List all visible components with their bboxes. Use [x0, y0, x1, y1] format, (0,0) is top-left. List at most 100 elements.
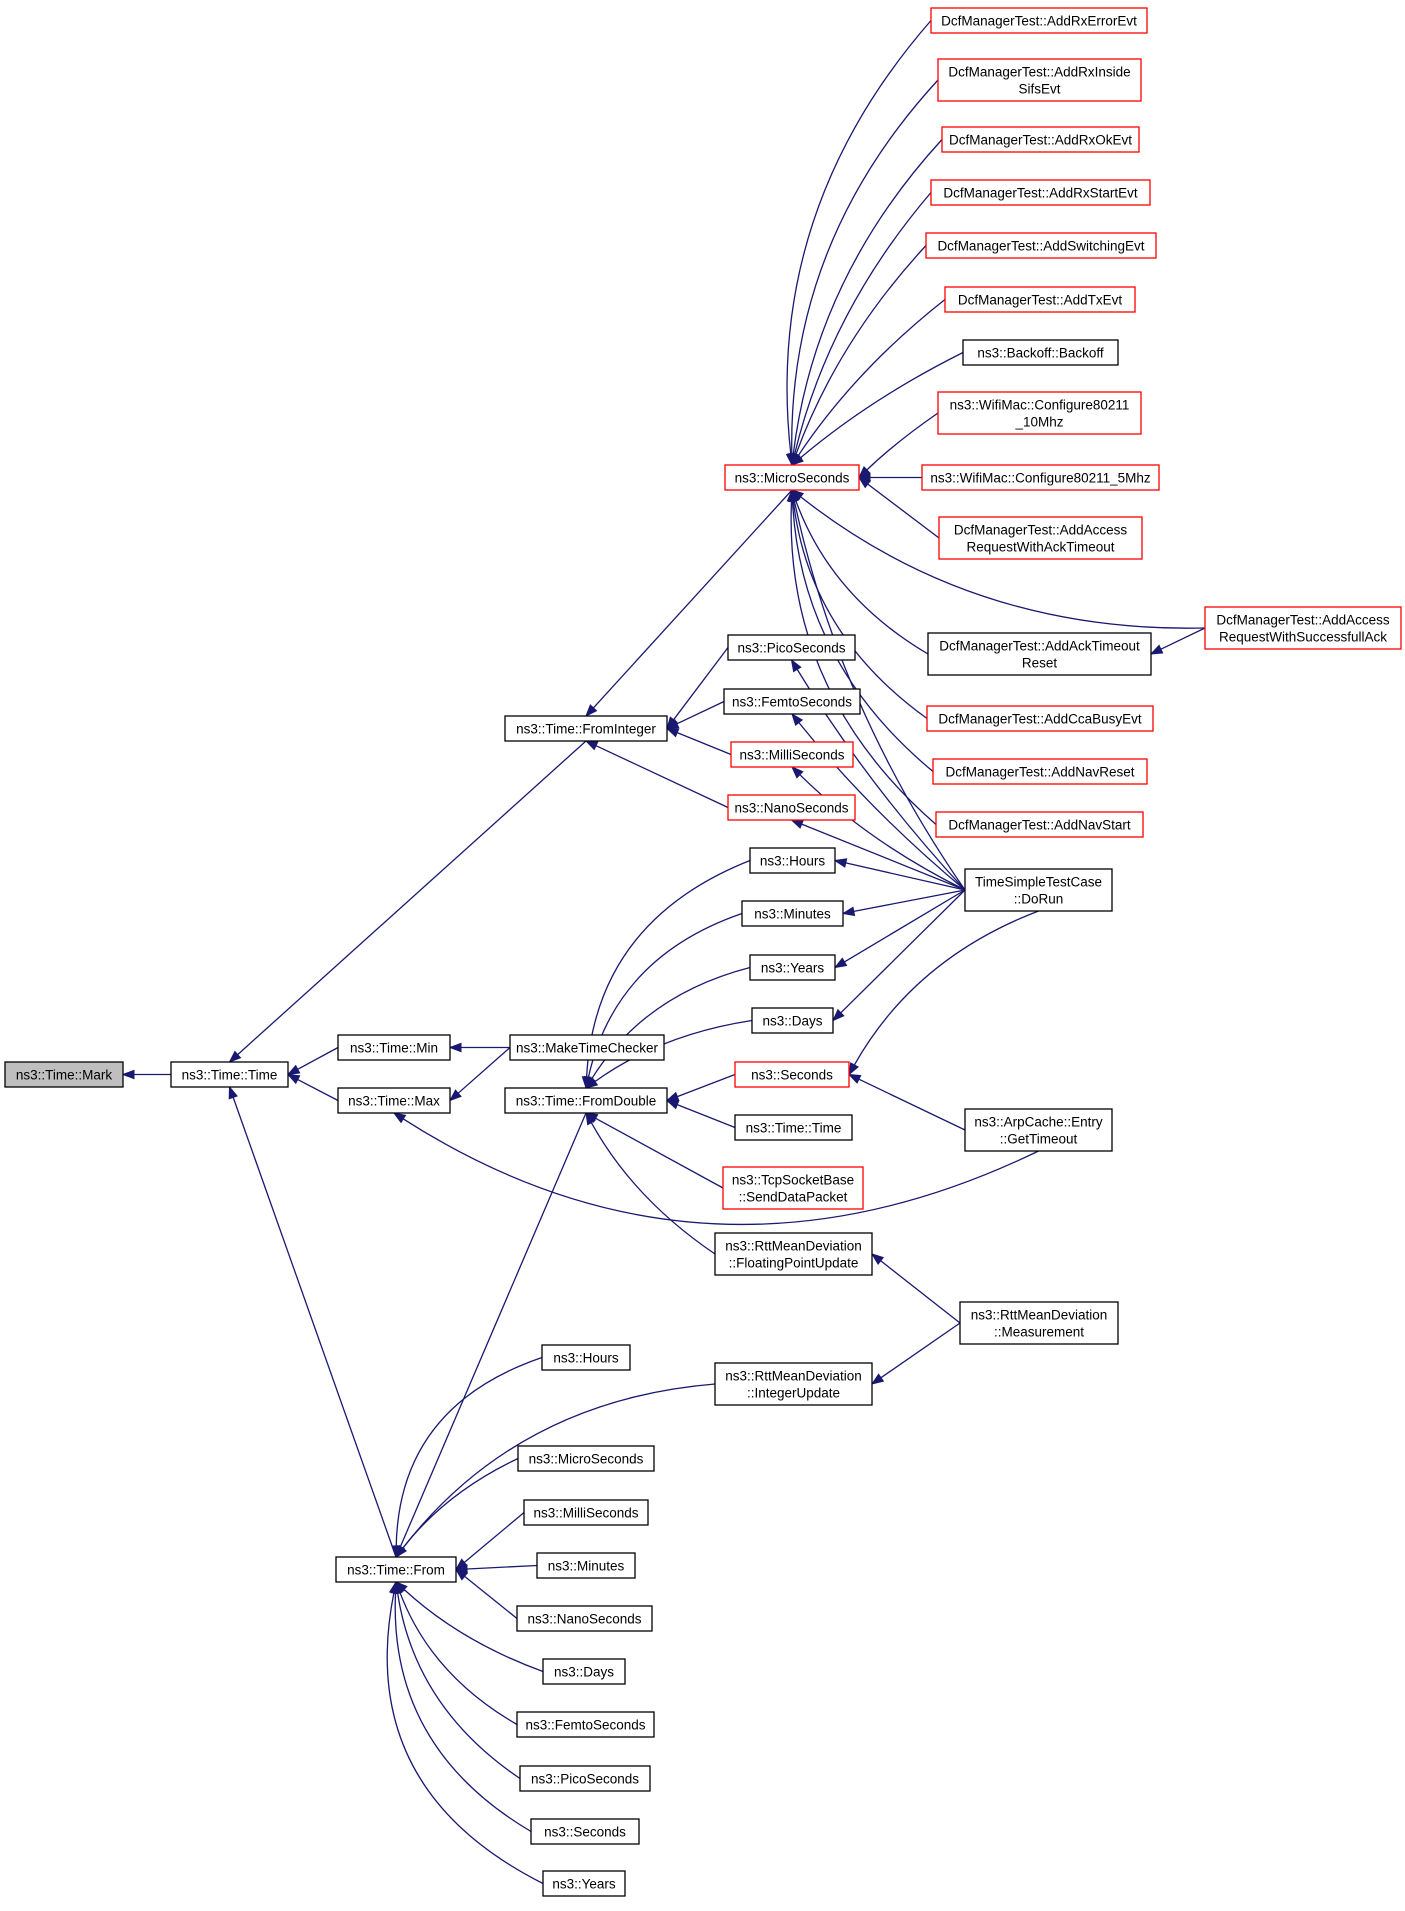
- edge-micro-accessack: [857, 476, 940, 539]
- node-seconds[interactable]: ns3::Seconds: [734, 1061, 850, 1088]
- node-label: ns3::Hours: [760, 854, 826, 869]
- node-floatupd[interactable]: ns3::RttMeanDeviation::FloatingPointUpda…: [714, 1232, 873, 1276]
- node-rxok[interactable]: DcfManagerTest::AddRxOkEvt: [941, 126, 1140, 153]
- node-label: DcfManagerTest::AddAccess: [1216, 613, 1390, 628]
- node-minutes[interactable]: ns3::Minutes: [741, 900, 844, 927]
- node-label: ns3::Time::Time: [182, 1068, 278, 1083]
- node-label: ns3::Time::Max: [348, 1094, 440, 1109]
- node-femto[interactable]: ns3::FemtoSeconds: [723, 688, 861, 715]
- edge-timemin-maketimechecker: [448, 1042, 510, 1053]
- arrowhead-icon: [870, 1373, 885, 1385]
- node-timemin[interactable]: ns3::Time::Min: [337, 1034, 451, 1061]
- edge-line: [800, 496, 1206, 629]
- node-timemax[interactable]: ns3::Time::Max: [337, 1087, 451, 1114]
- node-f_seconds[interactable]: ns3::Seconds: [530, 1818, 640, 1845]
- node-conf5[interactable]: ns3::WifiMac::Configure80211_5Mhz: [921, 464, 1160, 491]
- edge-timefrom-f_nano: [454, 1568, 518, 1620]
- node-mark[interactable]: ns3::Time::Mark: [4, 1061, 124, 1088]
- node-f_micro[interactable]: ns3::MicroSeconds: [517, 1445, 655, 1472]
- node-txevt[interactable]: DcfManagerTest::AddTxEvt: [944, 286, 1136, 313]
- edge-line: [790, 500, 937, 825]
- node-ccabusy[interactable]: DcfManagerTest::AddCcaBusyEvt: [926, 705, 1154, 732]
- edge-line: [844, 889, 966, 963]
- node-box: [935, 811, 1144, 838]
- node-label: ns3::Hours: [553, 1351, 619, 1366]
- edge-line: [795, 245, 927, 455]
- edge-timefrom-f_minutes: [454, 1564, 538, 1574]
- node-label: ns3::Years: [761, 961, 825, 976]
- node-switching[interactable]: DcfManagerTest::AddSwitchingEvt: [925, 232, 1157, 259]
- node-hours[interactable]: ns3::Hours: [749, 847, 836, 874]
- edge-line: [676, 700, 725, 725]
- node-fromdouble[interactable]: ns3::Time::FromDouble: [504, 1087, 668, 1114]
- node-f_minutes[interactable]: ns3::Minutes: [536, 1552, 636, 1579]
- node-f_milli[interactable]: ns3::MilliSeconds: [523, 1499, 649, 1526]
- node-label: ns3::NanoSeconds: [527, 1612, 641, 1627]
- node-f_days[interactable]: ns3::Days: [542, 1658, 626, 1685]
- node-label: ns3::TcpSocketBase: [732, 1173, 854, 1188]
- node-micro[interactable]: ns3::MicroSeconds: [724, 464, 860, 491]
- node-nano[interactable]: ns3::NanoSeconds: [727, 794, 856, 821]
- edge-line: [858, 1078, 966, 1131]
- node-f_hours[interactable]: ns3::Hours: [541, 1344, 631, 1371]
- node-timetime[interactable]: ns3::Time::Time: [170, 1061, 289, 1088]
- arrowhead-icon: [870, 1253, 885, 1265]
- node-box: [937, 58, 1142, 102]
- edge-fromdouble-timetime2: [665, 1099, 736, 1129]
- node-arpentry[interactable]: ns3::ArpCache::Entry::GetTimeout: [964, 1108, 1113, 1152]
- node-box: [536, 1552, 636, 1579]
- node-accesssucc[interactable]: DcfManagerTest::AddAccessRequestWithSucc…: [1204, 606, 1402, 650]
- node-box: [749, 954, 836, 981]
- node-maketimechecker[interactable]: ns3::MakeTimeChecker: [509, 1034, 665, 1061]
- node-label: ns3::Days: [762, 1014, 822, 1029]
- node-tcpsend[interactable]: ns3::TcpSocketBase::SendDataPacket: [722, 1166, 864, 1210]
- arrowhead-icon: [585, 1111, 596, 1126]
- node-milli[interactable]: ns3::MilliSeconds: [730, 741, 854, 768]
- arrowhead-icon: [833, 858, 848, 868]
- arrowhead-icon: [228, 1085, 238, 1100]
- edge-line: [463, 1512, 525, 1563]
- node-intupd[interactable]: ns3::RttMeanDeviation::IntegerUpdate: [714, 1362, 873, 1406]
- node-label: ::GetTimeout: [1000, 1132, 1078, 1147]
- node-label: SifsEvt: [1018, 82, 1060, 97]
- node-label: DcfManagerTest::AddAckTimeout: [939, 639, 1140, 654]
- node-accessack[interactable]: DcfManagerTest::AddAccessRequestWithAckT…: [938, 516, 1143, 560]
- edge-line: [457, 1047, 511, 1094]
- node-label: DcfManagerTest::AddTxEvt: [958, 293, 1123, 308]
- node-label: DcfManagerTest::AddNavReset: [945, 765, 1134, 780]
- node-f_nano[interactable]: ns3::NanoSeconds: [516, 1605, 653, 1632]
- node-dorun[interactable]: TimeSimpleTestCase::DoRun: [964, 868, 1113, 912]
- node-years[interactable]: ns3::Years: [749, 954, 836, 981]
- node-label: DcfManagerTest::AddRxInside: [948, 65, 1130, 80]
- node-conf10[interactable]: ns3::WifiMac::Configure80211_10Mhz: [937, 391, 1142, 435]
- edge-line: [402, 1118, 1039, 1226]
- node-timefrom[interactable]: ns3::Time::From: [335, 1556, 457, 1583]
- node-pico[interactable]: ns3::PicoSeconds: [727, 634, 856, 661]
- node-backoff[interactable]: ns3::Backoff::Backoff: [962, 339, 1119, 366]
- node-label: ns3::PicoSeconds: [531, 1772, 639, 1787]
- node-rxerr[interactable]: DcfManagerTest::AddRxErrorEvt: [930, 7, 1148, 34]
- node-box: [921, 464, 1160, 491]
- node-box: [959, 1301, 1119, 1345]
- node-timetime2[interactable]: ns3::Time::Time: [734, 1114, 853, 1141]
- edge-line: [402, 1383, 716, 1549]
- node-f_years[interactable]: ns3::Years: [542, 1870, 626, 1897]
- node-navstart[interactable]: DcfManagerTest::AddNavStart: [935, 811, 1144, 838]
- node-f_pico[interactable]: ns3::PicoSeconds: [519, 1765, 651, 1792]
- node-rxstart[interactable]: DcfManagerTest::AddRxStartEvt: [930, 179, 1151, 206]
- node-fromint[interactable]: ns3::Time::FromInteger: [504, 715, 668, 742]
- node-box: [714, 1232, 873, 1276]
- node-f_femto[interactable]: ns3::FemtoSeconds: [516, 1711, 655, 1738]
- edge-line: [867, 483, 940, 539]
- node-navreset[interactable]: DcfManagerTest::AddNavReset: [932, 758, 1148, 785]
- edge-line: [403, 1589, 544, 1673]
- edge-fromint-milli: [665, 727, 732, 756]
- arrowhead-icon: [790, 658, 802, 673]
- node-box: [730, 741, 854, 768]
- node-measurement[interactable]: ns3::RttMeanDeviation::Measurement: [959, 1301, 1119, 1345]
- node-days[interactable]: ns3::Days: [751, 1007, 834, 1034]
- arrowhead-icon: [286, 1064, 301, 1076]
- node-label: _10Mhz: [1014, 415, 1063, 430]
